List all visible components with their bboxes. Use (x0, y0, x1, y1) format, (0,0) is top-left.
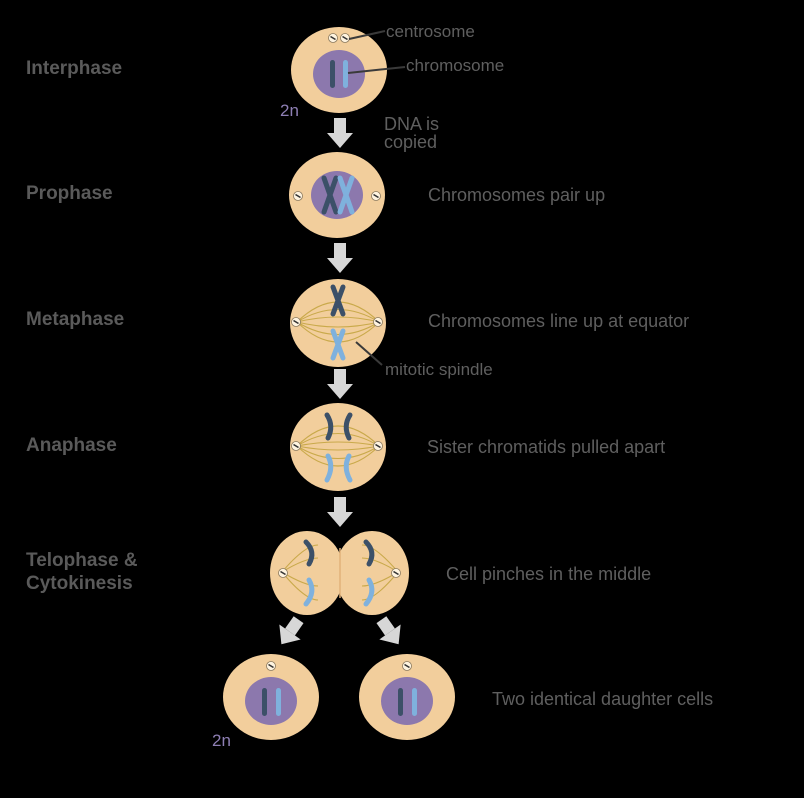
interphase-nucleus (313, 50, 365, 98)
centrosome-icon (370, 190, 382, 202)
daughter-cell-right (359, 654, 455, 740)
daughter-cells-description: Two identical daughter cells (492, 689, 714, 709)
prophase-cell (289, 152, 385, 238)
chromosome-x-light (337, 175, 355, 215)
chromatid-light (343, 453, 353, 483)
centrosome-icon (290, 440, 302, 452)
chromatid-light (303, 577, 315, 607)
chromatid-dark (324, 412, 334, 441)
prophase-description: Chromosomes pair up (428, 185, 606, 205)
metaphase-description: Chromosomes line up at equator (428, 311, 690, 331)
anaphase-cell (290, 403, 386, 491)
ploidy-label-top: 2n (280, 101, 299, 120)
chromatid-dark (363, 539, 375, 567)
chromosome-light (276, 688, 281, 716)
telophase-cell (270, 531, 409, 615)
centrosome-icon (372, 316, 384, 328)
phase-label-telophase: Telophase & (26, 550, 138, 571)
centrosome-icon (327, 32, 339, 44)
arrow-down-right-icon (376, 616, 401, 645)
dna-copied-text-line2: copied (384, 132, 438, 152)
interphase-cell (291, 27, 387, 113)
centrosome-icon (372, 440, 384, 452)
phase-label-prophase: Prophase (26, 183, 113, 204)
spindle-leader-line (355, 341, 383, 366)
chromosome-dark (398, 688, 403, 716)
centrosome-callout: centrosome (386, 22, 475, 41)
chromosome-light (343, 60, 348, 88)
phase-label-metaphase: Metaphase (26, 309, 125, 330)
arrow-down-left-icon (279, 616, 304, 645)
chromosome-x-dark (321, 175, 339, 215)
dna-copied-text-line1: DNA is (384, 114, 440, 134)
chromatid-dark (343, 412, 353, 441)
centrosome-icon (292, 190, 304, 202)
phase-label-cytokinesis: Cytokinesis (26, 573, 133, 594)
centrosome-icon (390, 567, 402, 579)
chromatid-light (324, 453, 334, 483)
chromosome-leader-line (347, 66, 406, 74)
centrosome-icon (339, 32, 351, 44)
metaphase-cell (290, 279, 386, 367)
chromosome-x-dark (330, 284, 346, 317)
centrosome-icon (265, 660, 277, 672)
chromosome-dark (330, 60, 335, 88)
chromatid-light (363, 577, 375, 607)
chromatid-dark (303, 539, 315, 567)
telophase-description: Cell pinches in the middle (446, 564, 652, 584)
centrosome-icon (290, 316, 302, 328)
chromosome-dark (262, 688, 267, 716)
phase-label-anaphase: Anaphase (26, 435, 117, 456)
chromosome-callout: chromosome (406, 56, 505, 75)
centrosome-icon (401, 660, 413, 672)
phase-label-interphase: Interphase (26, 58, 123, 79)
centrosome-leader-line (348, 30, 386, 40)
chromosome-light (412, 688, 417, 716)
centrosome-icon (277, 567, 289, 579)
daughter-cell-left (223, 654, 319, 740)
chromosome-x-light (330, 328, 346, 361)
anaphase-description: Sister chromatids pulled apart (427, 437, 666, 457)
mitotic-spindle (296, 425, 380, 467)
ploidy-label-bottom: 2n (212, 731, 231, 750)
mitotic-spindle-callout: mitotic spindle (385, 360, 493, 379)
